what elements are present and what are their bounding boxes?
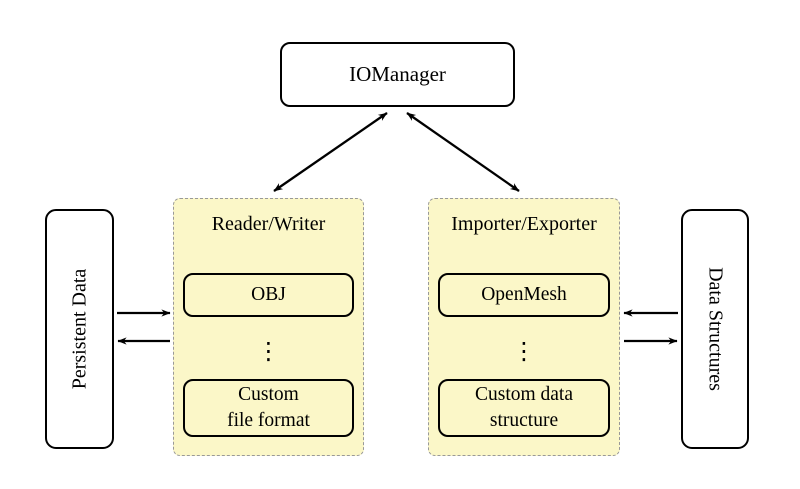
data-structures-label: Data Structures xyxy=(704,267,727,391)
arrow-iomanager-readerwriter xyxy=(273,112,388,192)
arrow-iomanager-importerexporter xyxy=(406,112,520,192)
persistent-data-box: Persistent Data xyxy=(45,209,114,449)
obj-label: OBJ xyxy=(251,284,286,305)
custom-file-format-line1: Custom xyxy=(238,384,299,405)
openmesh-box: OpenMesh xyxy=(438,273,610,317)
obj-box: OBJ xyxy=(183,273,354,317)
custom-data-structure-box: Custom data structure xyxy=(438,379,610,437)
custom-file-format-box: Custom file format xyxy=(183,379,354,437)
vertical-ellipsis: ⋮ xyxy=(512,337,536,365)
persistent-data-label: Persistent Data xyxy=(68,268,90,390)
custom-file-format-line2: file format xyxy=(227,410,310,431)
importer-exporter-container: Importer/Exporter OpenMesh ⋮ Custom data… xyxy=(428,198,620,456)
custom-data-structure-line1: Custom data xyxy=(474,384,574,405)
importer-exporter-title: Importer/Exporter xyxy=(451,213,597,235)
vertical-ellipsis: ⋮ xyxy=(256,337,281,365)
reader-writer-container: Reader/Writer OBJ ⋮ Custom file format xyxy=(173,198,364,456)
iomanager-label: IOManager xyxy=(349,62,446,86)
reader-writer-title: Reader/Writer xyxy=(211,213,326,235)
iomanager-box: IOManager xyxy=(280,42,515,107)
data-structures-box: Data Structures xyxy=(681,209,749,449)
openmesh-label: OpenMesh xyxy=(481,284,567,305)
custom-data-structure-line2: structure xyxy=(489,410,559,431)
